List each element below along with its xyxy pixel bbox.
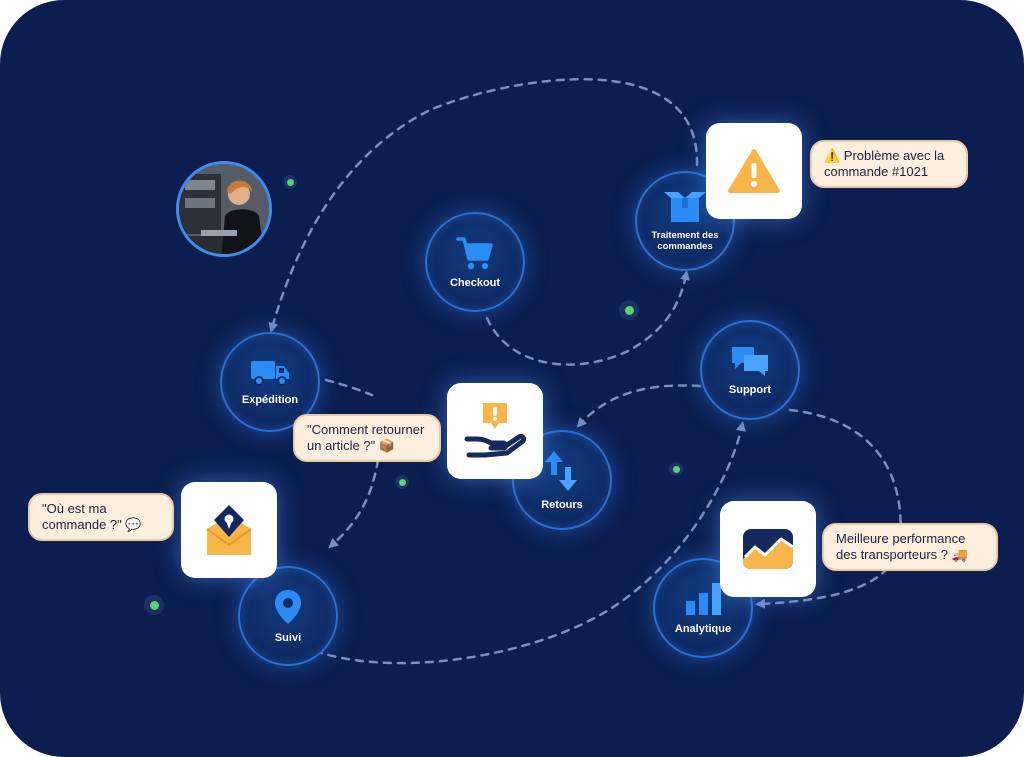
- node-label: Suivi: [274, 631, 302, 644]
- hand-alert-icon: [464, 403, 527, 458]
- truck-icon: [251, 360, 289, 386]
- cart-icon: [456, 236, 493, 269]
- status-dot: [669, 462, 683, 476]
- node-analytique[interactable]: Analytique: [653, 558, 753, 658]
- link-hand-suivi: [328, 458, 380, 549]
- status-dot: [283, 175, 297, 189]
- mail-pin-icon: [206, 505, 252, 555]
- link-checkout-traitement: [485, 270, 690, 366]
- avatar: [176, 161, 272, 257]
- link-traitement-expedition: [268, 77, 699, 333]
- node-label: Analytique: [674, 622, 732, 635]
- link-expedition-hand: [324, 378, 374, 397]
- box-icon: [664, 192, 706, 222]
- status-dot: [395, 475, 409, 489]
- status-dot: [144, 595, 164, 615]
- node-checkout[interactable]: Checkout: [425, 212, 525, 312]
- link-suivi-support: [300, 421, 746, 665]
- node-expedition[interactable]: Expédition: [220, 332, 320, 432]
- node-label: Checkout: [449, 276, 501, 289]
- arrows-exchange-icon: [545, 450, 577, 491]
- bubble-meilleure-performance: Meilleure performance des transporteurs …: [822, 523, 998, 571]
- node-support[interactable]: Support: [700, 320, 800, 420]
- node-label: Traitement des commandes: [651, 230, 719, 252]
- bubble-probleme-commande: ⚠️ Problème avec la commande #1021: [810, 140, 968, 188]
- node-label: Expédition: [241, 393, 299, 406]
- location-pin-icon: [275, 589, 301, 624]
- card-trend-chart[interactable]: [720, 501, 816, 597]
- card-warning[interactable]: [706, 123, 802, 219]
- card-hand-alert[interactable]: [447, 383, 543, 479]
- warning-icon: [728, 149, 780, 193]
- node-suivi[interactable]: Suivi: [238, 566, 338, 666]
- bubble-comment-retourner: "Comment retourner un article ?" 📦: [293, 414, 441, 462]
- status-dot: [619, 300, 639, 320]
- node-label: Support: [728, 383, 772, 396]
- link-support-retours: [576, 384, 702, 428]
- bubble-ou-est-ma-commande: "Où est ma commande ?" 💬: [28, 493, 174, 541]
- trend-chart-icon: [743, 529, 794, 569]
- node-label: Retours: [541, 498, 583, 511]
- chat-icon: [732, 346, 768, 376]
- card-mail-pin[interactable]: [181, 482, 277, 578]
- bar-chart-icon: [686, 582, 721, 615]
